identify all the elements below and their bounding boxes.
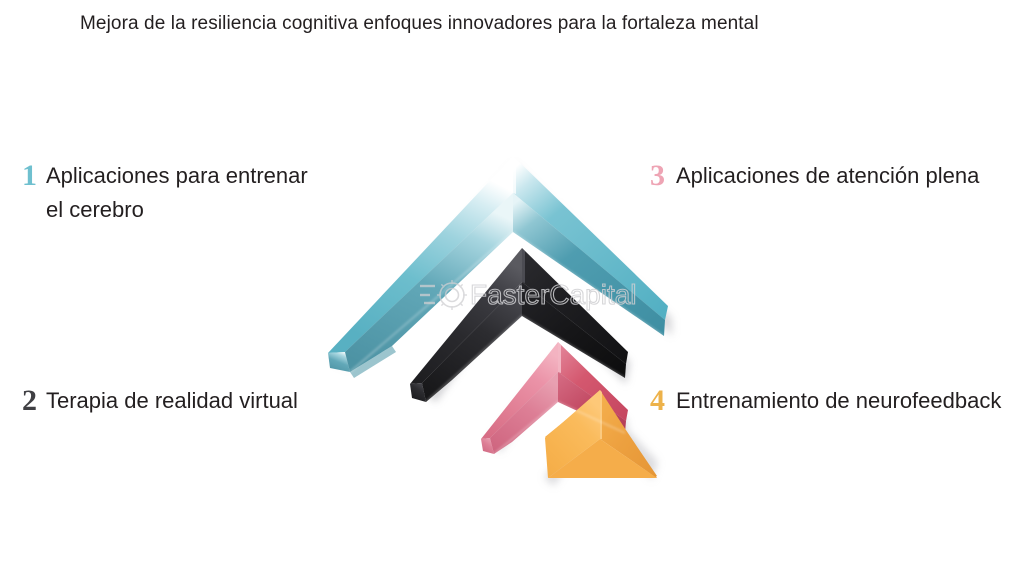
pyramid-layer-orange[interactable] — [545, 390, 657, 478]
pyramid-diagram — [300, 140, 720, 505]
pyramid-layer-black[interactable] — [410, 248, 628, 402]
callout-2-label: Terapia de realidad virtual — [46, 388, 298, 413]
page-title: Mejora de la resiliencia cognitiva enfoq… — [80, 13, 759, 34]
callout-3-label: Aplicaciones de atención plena — [676, 163, 980, 188]
pyramid-layer-teal[interactable] — [328, 156, 668, 378]
callout-2[interactable]: 2 Terapia de realidad virtual — [22, 384, 322, 418]
pyramid-separations — [349, 231, 665, 455]
callout-3[interactable]: 3 Aplicaciones de atención plena — [650, 159, 1010, 193]
callout-1-number: 1 — [22, 159, 37, 192]
callout-2-number: 2 — [22, 384, 37, 417]
callout-4-label: Entrenamiento de neurofeedback — [676, 388, 1002, 413]
callout-1-label: Aplicaciones para entrenar el cerebro — [46, 163, 308, 222]
callout-4[interactable]: 4 Entrenamiento de neurofeedback — [650, 384, 1010, 418]
callout-3-number: 3 — [650, 159, 665, 192]
callout-4-number: 4 — [650, 384, 665, 417]
callout-1[interactable]: 1 Aplicaciones para entrenar el cerebro — [22, 159, 322, 227]
